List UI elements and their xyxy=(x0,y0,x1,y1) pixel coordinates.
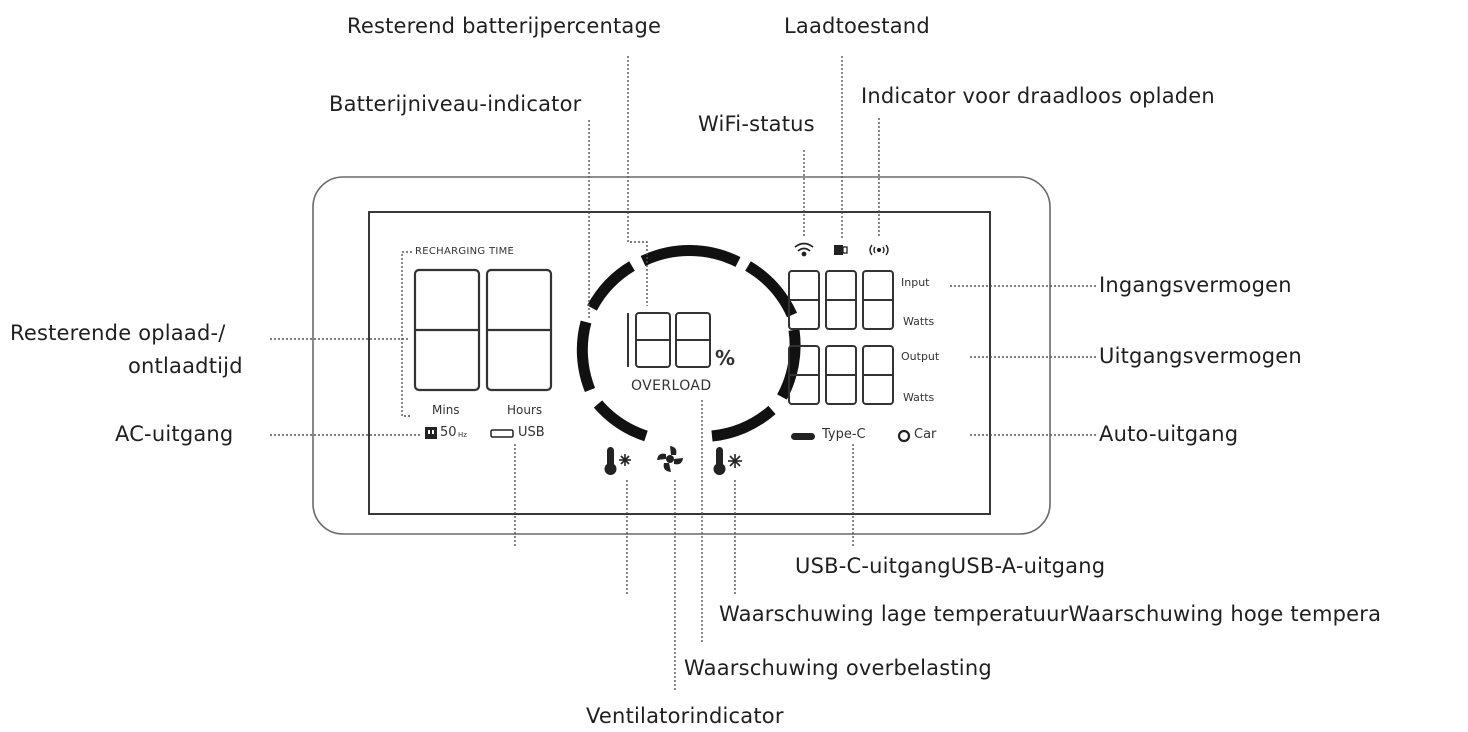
callout-remaining-percentage: Resterend batterijpercentage xyxy=(347,14,662,38)
callout-wireless-charging: Indicator voor draadloos opladen xyxy=(861,84,1215,108)
ring-segment-2 xyxy=(745,261,798,318)
ring-segment-1 xyxy=(640,244,741,267)
leader-lines xyxy=(270,56,1096,692)
callout-fan-indicator: Ventilatorindicator xyxy=(586,704,784,728)
ring-segment-3 xyxy=(777,329,801,400)
usb-label: USB xyxy=(518,425,545,440)
ac-freq-unit: Hz xyxy=(458,431,467,439)
recharging-time-bracket xyxy=(401,251,412,417)
callout-temp-warnings: Waarschuwing lage temperatuurWaarschuwin… xyxy=(719,602,1382,626)
output-label: Output xyxy=(901,350,940,363)
plug-charge-icon xyxy=(834,245,848,255)
callout-usb-c-a-output: USB-C-uitgangUSB-A-uitgang xyxy=(795,554,1106,578)
callout-battery-level: Batterijniveau-indicator xyxy=(329,92,582,116)
ring-segment-7 xyxy=(587,261,635,311)
output-watts-label: Watts xyxy=(903,391,935,404)
callout-ac-output: AC-uitgang xyxy=(115,422,234,446)
hours-label: Hours xyxy=(507,403,543,417)
fan-icon xyxy=(657,446,683,472)
input-watts-label: Watts xyxy=(903,315,935,328)
callout-output-power: Uitgangsvermogen xyxy=(1099,344,1302,368)
mins-label: Mins xyxy=(432,403,460,417)
callout-input-power: Ingangsvermogen xyxy=(1099,273,1292,297)
usb-port-icon xyxy=(490,429,514,438)
car-label: Car xyxy=(914,427,937,442)
ring-segment-4 xyxy=(711,405,776,442)
ac-freq-value: 50 xyxy=(440,425,457,440)
lcd-screen-frame xyxy=(368,211,991,515)
input-watts-digits xyxy=(788,270,894,330)
ac-outlet-icon xyxy=(425,427,437,439)
device-outline xyxy=(312,176,1051,535)
callout-remaining-time-1: Resterende oplaad-/ xyxy=(10,321,226,345)
recharging-time-label: RECHARGING TIME xyxy=(415,246,515,257)
leader-remaining-percentage xyxy=(627,56,648,306)
type-c-port-icon xyxy=(791,433,815,440)
input-label: Input xyxy=(901,276,930,289)
callout-charge-state: Laadtoestand xyxy=(784,14,930,38)
time-digit-2 xyxy=(485,268,553,392)
callout-car-output: Auto-uitgang xyxy=(1099,422,1239,446)
output-watts-digits xyxy=(788,345,894,405)
thermometer-low-icon xyxy=(713,447,742,475)
ring-segment-6 xyxy=(576,320,596,393)
callout-remaining-time-2: ontlaadtijd xyxy=(128,354,243,378)
percent-sign: % xyxy=(715,346,736,370)
battery-level-ring xyxy=(576,244,801,442)
type-c-label: Type-C xyxy=(822,427,866,442)
callout-overload-warning: Waarschuwing overbelasting xyxy=(684,656,992,680)
overload-label: OVERLOAD xyxy=(631,378,712,394)
ring-segment-5 xyxy=(593,400,648,442)
time-digit-1 xyxy=(413,268,481,392)
wifi-icon xyxy=(794,242,814,257)
thermometer-high-icon xyxy=(604,447,631,475)
car-port-icon xyxy=(897,429,911,443)
percent-digits xyxy=(627,312,711,368)
wireless-charge-icon xyxy=(869,244,889,256)
callout-wifi-status: WiFi-status xyxy=(698,112,815,136)
